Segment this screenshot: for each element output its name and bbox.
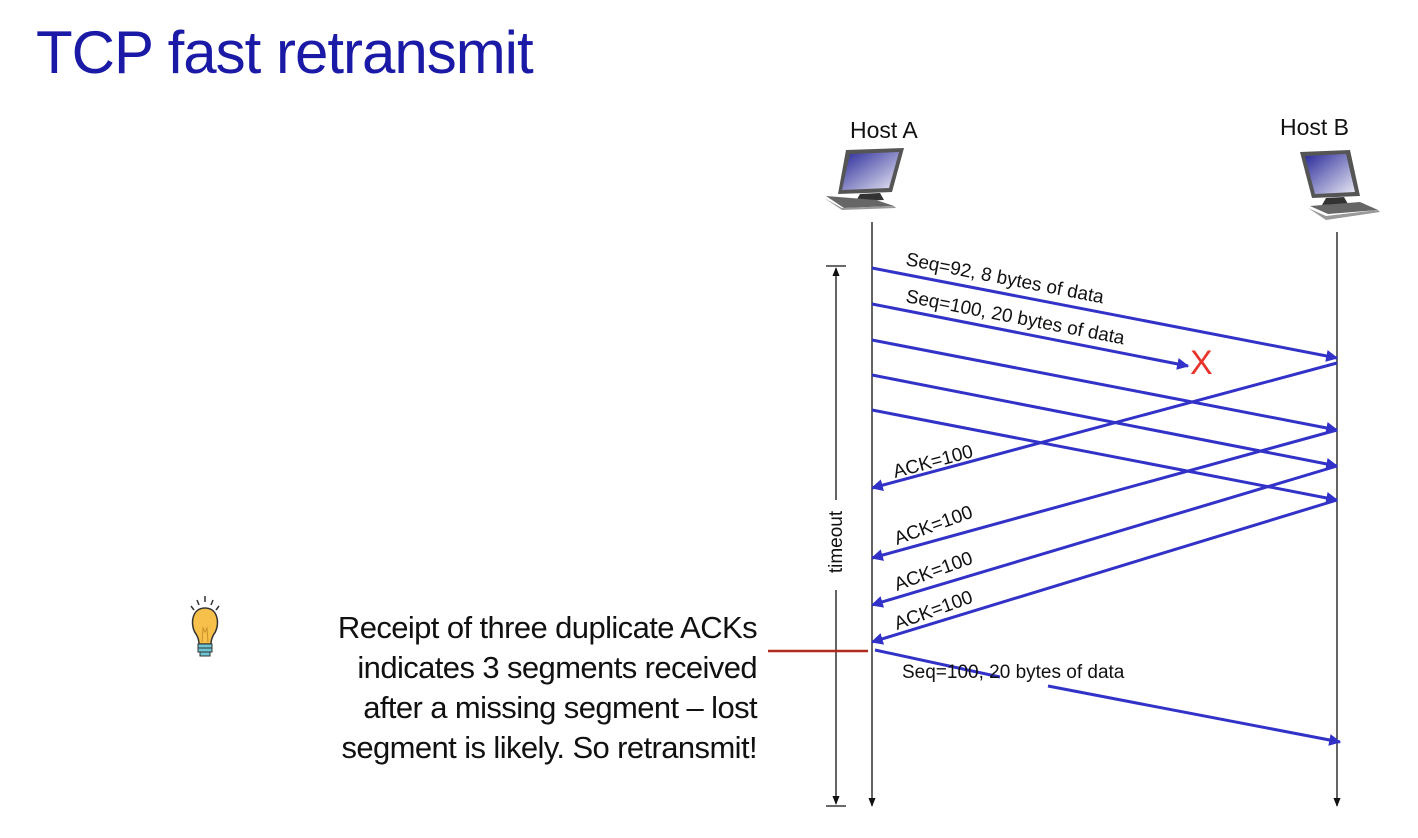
segment-arrow-5 xyxy=(871,408,1339,504)
explanation-note: Receipt of three duplicate ACKs indicate… xyxy=(197,608,758,768)
segment-arrow-seq92 xyxy=(871,266,1339,362)
note-line: segment is likely. So retransmit! xyxy=(341,730,758,765)
retransmit-arrow xyxy=(1047,684,1342,746)
timeout-interval xyxy=(826,265,846,807)
lightbulb-icon xyxy=(190,596,220,657)
ack-arrow-4 xyxy=(870,498,1338,645)
ack-arrow-1 xyxy=(870,361,1338,491)
retransmit-arrow-start xyxy=(874,648,1001,679)
computer-icon xyxy=(824,148,904,210)
host-a-label: Host A xyxy=(850,117,918,143)
segment-arrow-3 xyxy=(871,338,1339,434)
ack-arrow-3 xyxy=(870,464,1338,608)
timeout-label: timeout xyxy=(826,510,847,573)
note-line: Receipt of three duplicate ACKs xyxy=(337,610,758,645)
segment-arrow-seq100-lost xyxy=(871,302,1190,370)
retransmit-label: Seq=100, 20 bytes of data xyxy=(902,662,1125,683)
slide-title: TCP fast retransmit xyxy=(36,19,534,86)
computer-icon xyxy=(1300,150,1380,220)
ack-arrow-2 xyxy=(870,428,1338,561)
lost-segment-x-icon: X xyxy=(1190,344,1213,382)
note-line: after a missing segment – lost xyxy=(363,690,757,725)
message-arrows xyxy=(870,266,1342,746)
host-b-label: Host B xyxy=(1280,114,1349,140)
ack-label-1: ACK=100 xyxy=(891,441,976,482)
note-line: indicates 3 segments received xyxy=(357,650,757,685)
